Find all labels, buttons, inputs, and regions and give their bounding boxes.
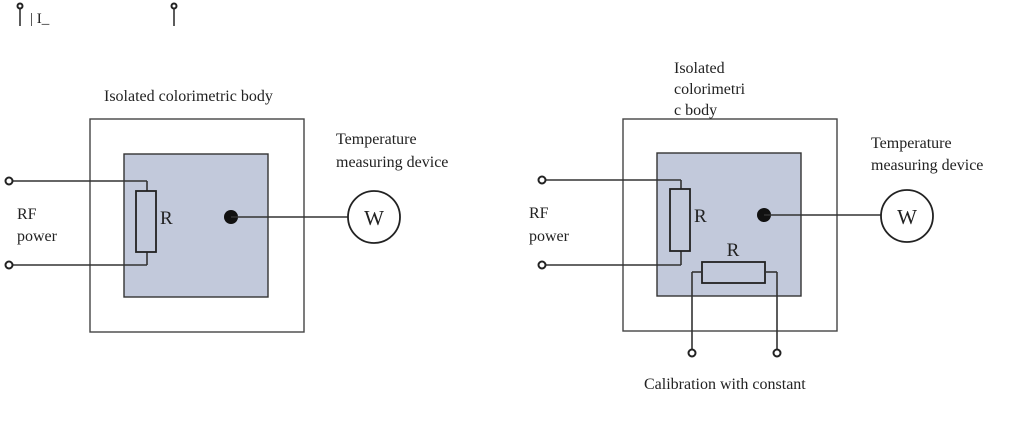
right-resistor2-label: R [727, 240, 740, 261]
left-device-label-1: Temperature [336, 131, 417, 148]
right-diagram: Isolated colorimetri c body R W Temperat… [529, 60, 983, 393]
left-body-label: Isolated colorimetric body [104, 88, 273, 105]
stray-top-text: | I_ [30, 11, 50, 27]
stray-top-marks: | I_ [16, 2, 178, 27]
right-body-label-1: Isolated [674, 60, 725, 77]
right-wattmeter [880, 189, 934, 243]
left-diagram: Isolated colorimetric body R W Temperatu… [4, 88, 448, 333]
left-wattmeter [347, 190, 401, 244]
left-terminal-bottom [4, 260, 14, 270]
right-resistor-vertical [669, 188, 691, 252]
right-resistor1-label: R [694, 206, 707, 227]
right-terminal-bottom [537, 260, 547, 270]
right-cal-terminal-left [687, 348, 697, 358]
right-resistor-horizontal [701, 261, 766, 284]
left-device-label-2: measuring device [336, 154, 448, 171]
left-resistor-label: R [160, 208, 173, 229]
right-device-label-2: measuring device [871, 157, 983, 174]
right-input-label-1: RF [529, 205, 549, 222]
right-cal-terminal-right [772, 348, 782, 358]
right-calibration-label: Calibration with constant [644, 376, 806, 393]
right-body-label-2: colorimetri [674, 81, 746, 98]
left-input-label-1: RF [17, 206, 37, 223]
right-terminal-top [537, 175, 547, 185]
right-meter-label: W [897, 205, 917, 229]
right-body-label-3: c body [674, 102, 717, 119]
right-device-label-1: Temperature [871, 135, 952, 152]
left-meter-label: W [364, 206, 384, 230]
right-input-label-2: power [529, 228, 570, 245]
left-terminal-top [4, 176, 14, 186]
left-input-label-2: power [17, 228, 58, 245]
left-resistor [135, 190, 157, 253]
